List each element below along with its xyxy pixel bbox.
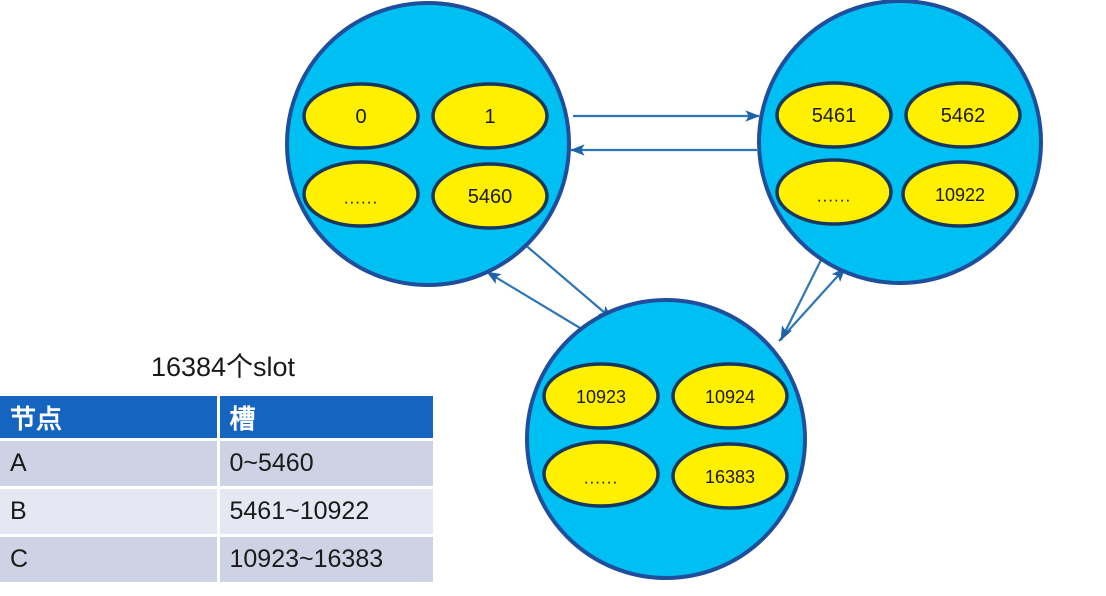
node-c-slot-10923-label: 10923 xyxy=(576,387,626,407)
node-a-slot-5460-label: 5460 xyxy=(468,186,513,208)
node-c-slot-10924: 10924 xyxy=(671,362,789,430)
table-header-row: 节点 槽 xyxy=(0,396,436,442)
node-b-slot-5462-label: 5462 xyxy=(941,105,986,127)
node-c-circle xyxy=(525,298,807,580)
node-c-slot-ellipsis-label: ...... xyxy=(584,469,618,488)
table-header-node: 节点 xyxy=(0,396,220,442)
node-c-slot-10924-label: 10924 xyxy=(705,387,755,407)
node-a-slot-0-label: 0 xyxy=(355,106,366,128)
node-b-slot-10922-label: 10922 xyxy=(935,185,985,205)
link-node-b-node-c xyxy=(778,245,846,342)
node-c-slot-16383-label: 16383 xyxy=(705,467,755,487)
node-a-slot-1-label: 1 xyxy=(484,106,495,128)
table-row: C 10923~16383 xyxy=(0,535,436,586)
node-a-slot-5460: 5460 xyxy=(431,162,549,230)
table-cell-slots: 5461~10922 xyxy=(218,487,436,538)
table-cell-node: C xyxy=(0,535,220,586)
cluster-node-c[interactable]: 10923 10924 ...... 16383 xyxy=(525,298,807,580)
node-a-slot-ellipsis: ...... xyxy=(302,160,420,228)
table-row: B 5461~10922 xyxy=(0,487,436,538)
slot-allocation-panel: 16384个slot 节点 槽 A 0~5460 B 5461~1092 xyxy=(0,352,436,586)
link-node-a-node-b xyxy=(570,110,760,156)
table-cell-slots: 10923~16383 xyxy=(218,535,436,586)
node-b-slot-5461-label: 5461 xyxy=(812,105,857,127)
table-cell-node: A xyxy=(0,439,220,490)
table-cell-node: B xyxy=(0,487,220,538)
slot-table-caption: 16384个slot xyxy=(150,352,296,382)
node-a-slot-1: 1 xyxy=(431,82,549,150)
node-b-slot-ellipsis: ...... xyxy=(775,158,893,226)
link-node-a-node-c xyxy=(486,242,613,338)
cluster-node-a[interactable]: 0 1 ...... 5460 xyxy=(285,1,571,287)
table-cell-slots: 0~5460 xyxy=(218,439,436,490)
node-b-slot-5461: 5461 xyxy=(775,81,893,149)
table-header-slots: 槽 xyxy=(218,396,436,442)
node-c-slot-16383: 16383 xyxy=(671,442,789,510)
node-c-slot-ellipsis: ...... xyxy=(542,440,660,508)
node-a-slot-0: 0 xyxy=(302,82,420,150)
cluster-node-b[interactable]: 5461 5462 ...... 10922 xyxy=(757,0,1043,285)
node-a-slot-ellipsis-label: ...... xyxy=(344,189,378,208)
slot-allocation-table: 节点 槽 A 0~5460 B 5461~10922 C 10923~16383 xyxy=(0,396,436,586)
node-b-slot-10922: 10922 xyxy=(901,160,1019,228)
node-b-slot-5462: 5462 xyxy=(904,81,1022,149)
table-row: A 0~5460 xyxy=(0,439,436,490)
node-c-slot-10923: 10923 xyxy=(542,362,660,430)
node-b-slot-ellipsis-label: ...... xyxy=(817,187,851,206)
